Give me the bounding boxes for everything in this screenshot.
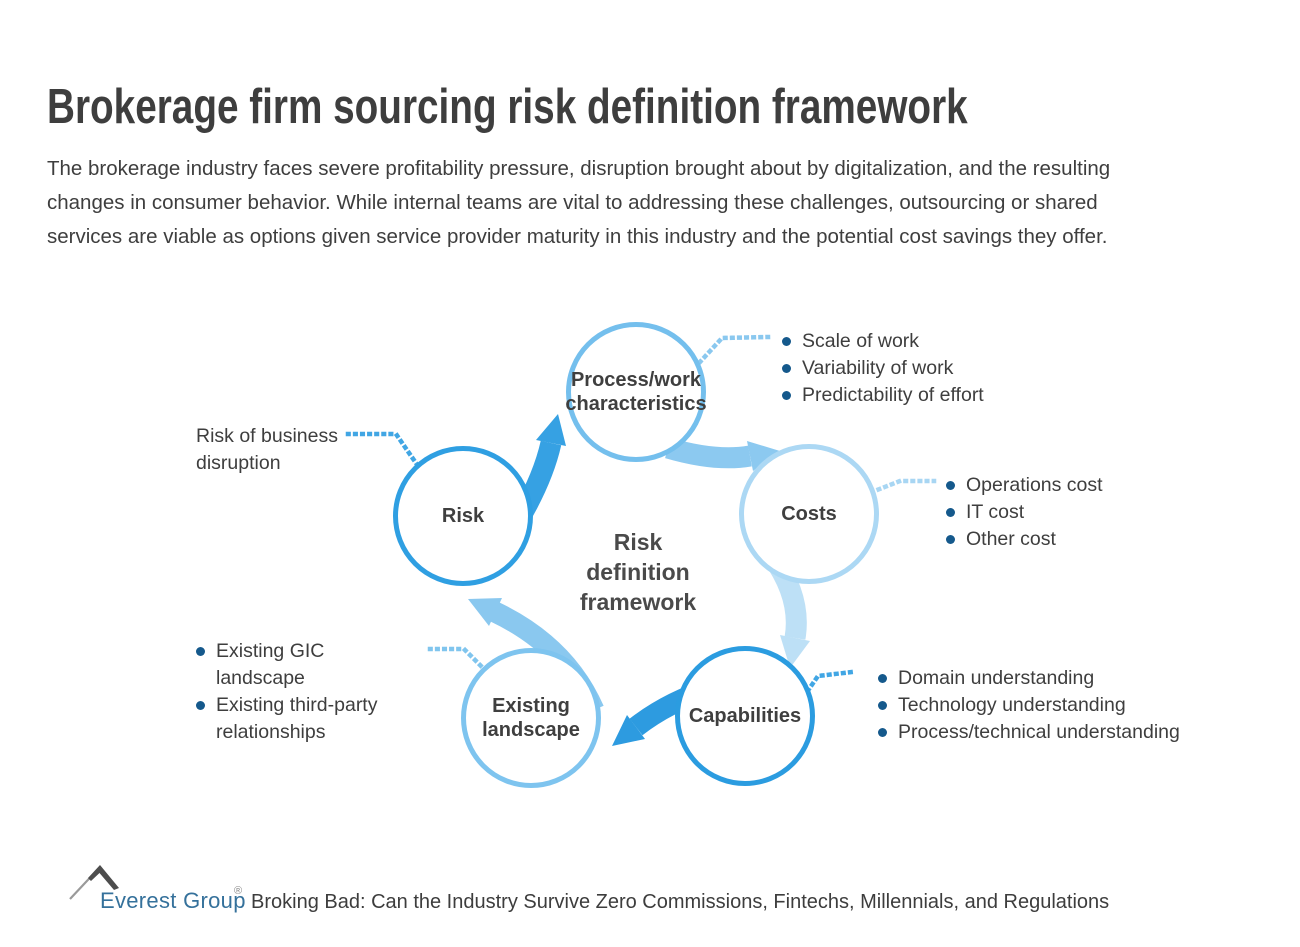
node-label: Capabilities: [688, 705, 802, 727]
bullet-text: Predictability of effort: [802, 384, 984, 406]
everest-group-logo: [69, 865, 119, 900]
node-label: Process/work characteristics: [565, 369, 707, 415]
capabilities-bullet-list: Domain understanding Technology understa…: [878, 665, 1180, 746]
bullet-dot: [878, 674, 887, 683]
bullet-dot: [878, 701, 887, 710]
list-item: Process/technical understanding: [878, 719, 1180, 746]
node-label: Existing landscape: [482, 695, 580, 741]
bullet-dot: [196, 701, 205, 710]
node-costs: Costs: [739, 444, 879, 584]
bullet-text: Existing GIC landscape: [216, 640, 325, 689]
bullet-dot: [782, 391, 791, 400]
list-item: Other cost: [946, 526, 1103, 553]
node-process-work-characteristics: Process/work characteristics: [565, 322, 707, 462]
mountain-peak-icon: [88, 865, 119, 890]
bullet-dot: [878, 728, 887, 737]
bullet-text: Operations cost: [966, 474, 1103, 496]
connector-existing-bullets: [427, 646, 490, 675]
existing-landscape-bullet-list: Existing GIC landscape Existing third-pa…: [196, 638, 406, 746]
connector-risk-note: [345, 431, 422, 470]
bullet-text: IT cost: [966, 501, 1025, 523]
list-item: IT cost: [946, 499, 1103, 526]
list-item: Existing GIC landscape: [196, 638, 406, 692]
registered-trademark-symbol: ®: [234, 885, 243, 897]
list-item: Domain understanding: [878, 665, 1180, 692]
node-label: Costs: [781, 503, 837, 525]
bullet-text: Existing third-party relationships: [216, 694, 378, 743]
list-item: Variability of work: [782, 355, 984, 382]
bullet-dot: [946, 481, 955, 490]
intro-paragraph: The brokerage industry faces severe prof…: [47, 156, 1111, 248]
page-title: Brokerage firm sourcing risk definition …: [47, 79, 968, 134]
bullet-dot: [946, 508, 955, 517]
bullet-text: Other cost: [966, 528, 1056, 550]
connector-costs-bullets: [869, 478, 937, 495]
list-item: Scale of work: [782, 328, 984, 355]
bullet-text: Process/technical understanding: [898, 721, 1180, 743]
node-existing-landscape: Existing landscape: [461, 648, 601, 788]
bullet-text: Technology understanding: [898, 694, 1126, 716]
bullet-dot: [946, 535, 955, 544]
bullet-dot: [196, 647, 205, 656]
process-bullet-list: Scale of work Variability of work Predic…: [782, 328, 984, 409]
bullet-dot: [782, 337, 791, 346]
brand-name: Everest Group: [100, 888, 246, 913]
node-risk: Risk: [393, 446, 533, 586]
list-item: Predictability of effort: [782, 382, 984, 409]
bullet-text: Variability of work: [802, 357, 954, 379]
risk-side-note: Risk of business disruption: [196, 425, 338, 474]
footer-caption: Broking Bad: Can the Industry Survive Ze…: [251, 891, 1110, 913]
node-label: Risk: [441, 505, 485, 527]
list-item: Operations cost: [946, 472, 1103, 499]
connector-process-bullets: [696, 334, 771, 366]
bullet-text: Domain understanding: [898, 667, 1095, 689]
costs-bullet-list: Operations cost IT cost Other cost: [946, 472, 1103, 553]
node-capabilities: Capabilities: [675, 646, 815, 786]
bullet-text: Scale of work: [802, 330, 920, 352]
list-item: Existing third-party relationships: [196, 692, 406, 746]
list-item: Technology understanding: [878, 692, 1180, 719]
diagram-center-label: Risk definition framework: [579, 529, 697, 615]
bullet-dot: [782, 364, 791, 373]
